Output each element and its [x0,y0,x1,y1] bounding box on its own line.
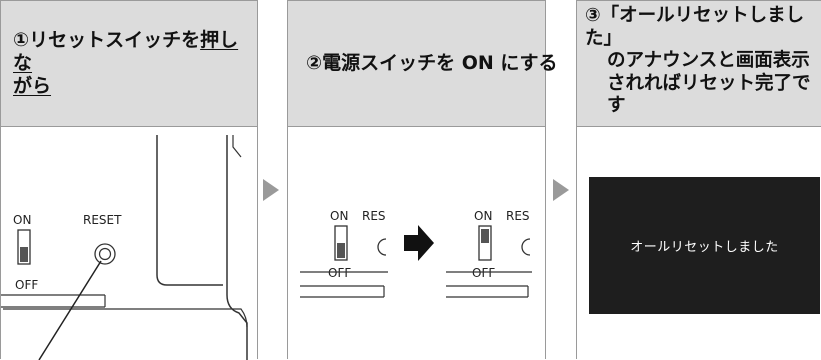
step-1-panel: ①リセットスイッチを押しながら ON OFF RESET [0,0,258,360]
before-off-label: OFF [328,266,351,280]
on-label: ON [13,213,31,227]
device-illustration-1: ON OFF RESET [1,135,248,360]
step-1-text-underlined-2: がら [13,75,52,97]
before-on-label: ON [330,209,348,223]
switch-before-group: ON RES OFF [300,209,388,298]
step-2-header: ②電源スイッチを ON にする [288,1,558,127]
after-on-label: ON [474,209,492,223]
display-screen: オールリセットしました [589,177,820,314]
step-2-text: ②電源スイッチを ON にする [306,52,558,74]
step-2-panel: ②電源スイッチを ON にする ON RES OFF ON RES OFF [287,0,558,359]
screen-message: オールリセットしました [630,240,779,255]
step-1-number: ① [13,29,30,51]
switch-after-group: ON RES OFF [446,209,532,298]
reset-label: RESET [83,213,122,227]
step-3-panel: ③「オールリセットしました」のアナウンスと画面表示されればリセット完了です オー… [576,0,821,359]
step-1-text: ①リセットスイッチを押しながら [1,29,249,98]
off-label: OFF [15,278,38,292]
step-1-text-plain: リセットスイッチを [29,29,201,51]
step-3-header: ③「オールリセットしました」のアナウンスと画面表示されればリセット完了です [577,1,821,127]
before-reset-label: RES [362,209,386,223]
power-on-illustration: ON RES OFF ON RES OFF [300,209,532,298]
next-arrow-2 [553,179,569,201]
reset-pointer-line [38,260,102,360]
next-arrow-1 [263,179,279,201]
after-off-label: OFF [472,266,495,280]
after-reset-label: RES [506,209,530,223]
step-3-line-1: ③「オールリセットしました」 [585,5,805,49]
step-3-text: ③「オールリセットしました」のアナウンスと画面表示されればリセット完了です [577,1,821,118]
power-switch-knob [20,247,28,262]
step-3-line-2: のアナウンスと画面表示 [607,50,810,71]
step-1-header: ①リセットスイッチを押しながら [1,1,257,127]
step-1-text-underlined: 押しな [13,29,239,74]
step-3-line-3: されればリセット完了で [607,72,811,94]
transition-arrow [404,225,434,261]
step-3-line-4: す [607,95,626,116]
